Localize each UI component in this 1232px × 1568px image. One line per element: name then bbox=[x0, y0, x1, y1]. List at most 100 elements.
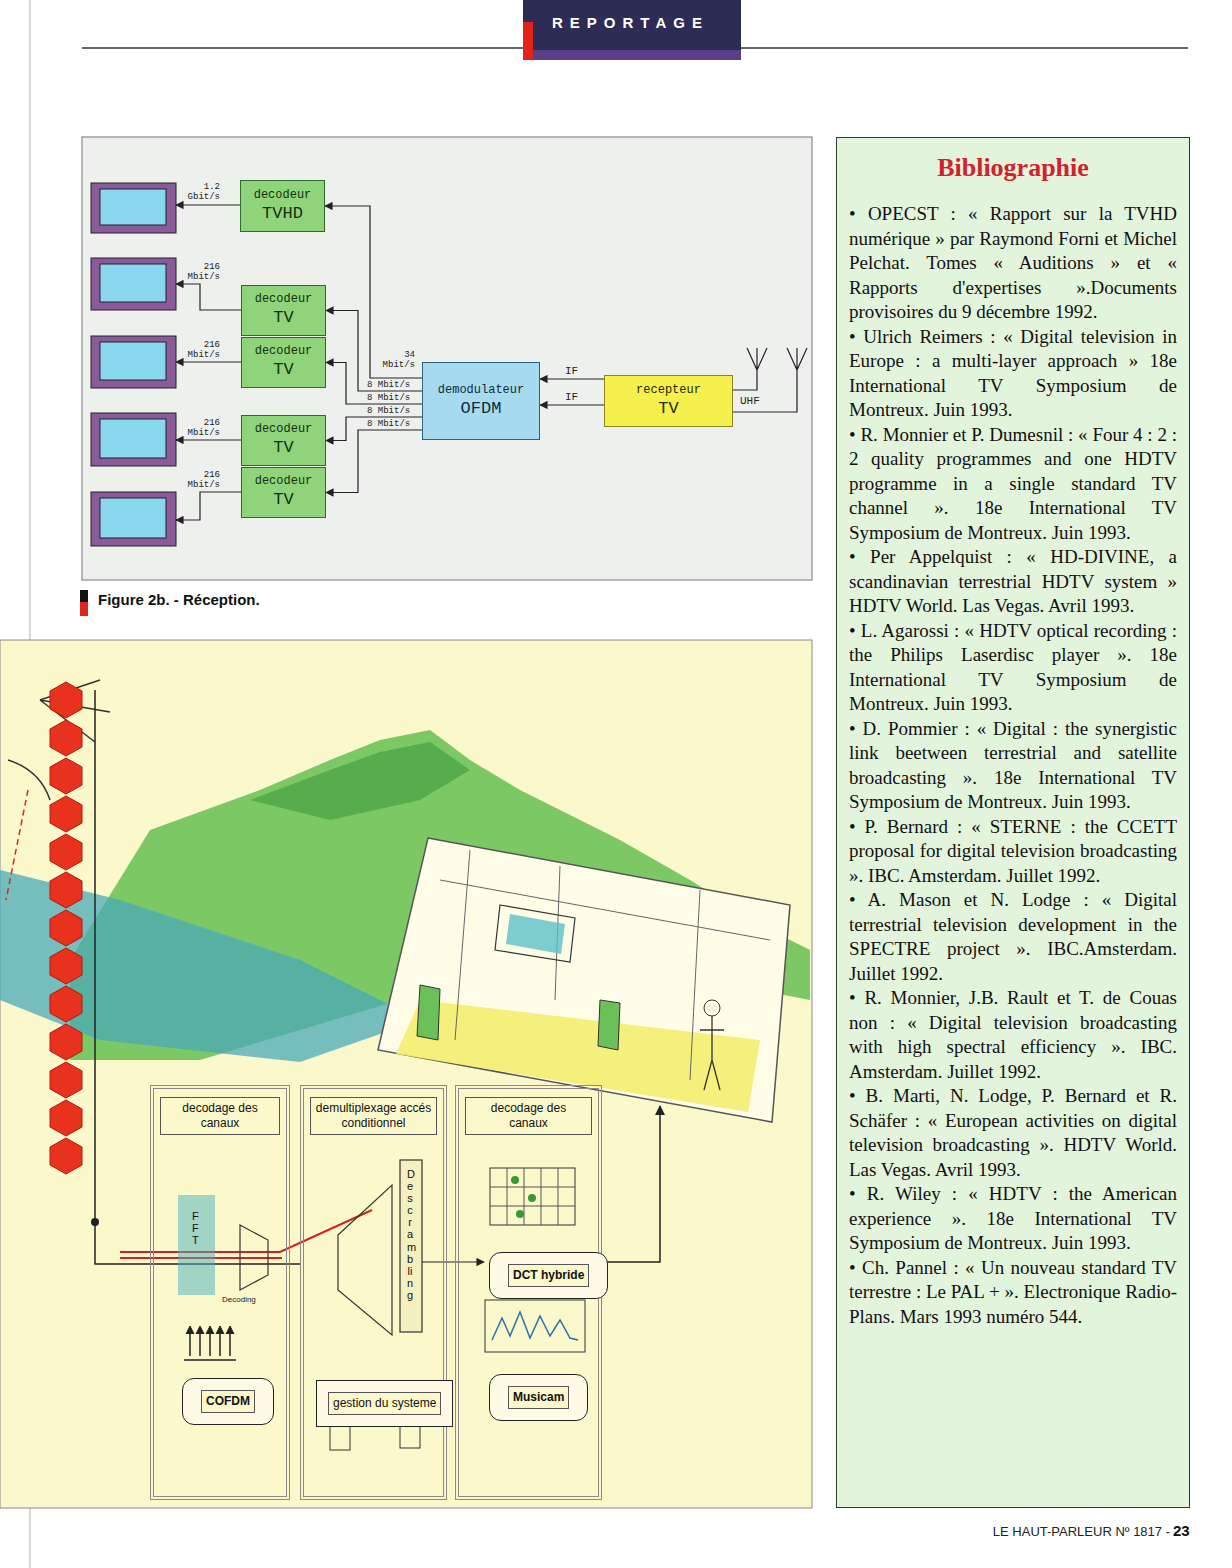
hexagon bbox=[50, 1024, 82, 1060]
hexagon bbox=[50, 758, 82, 794]
node-title: decodage des canaux bbox=[160, 1097, 280, 1135]
dct-grid bbox=[490, 1168, 575, 1225]
node-title: decodeur bbox=[255, 292, 313, 307]
audio-panel bbox=[485, 1300, 585, 1352]
node-title: Musicam bbox=[508, 1386, 569, 1409]
header-tab-band bbox=[523, 50, 741, 60]
node-title: decodeur bbox=[255, 422, 313, 437]
viewer-body bbox=[700, 1016, 724, 1090]
header-red-bar bbox=[523, 22, 533, 60]
mast-hexagons bbox=[50, 682, 82, 1174]
descrambling-bar bbox=[400, 1160, 422, 1332]
node-title: decodage des canaux bbox=[465, 1097, 592, 1135]
node-text: • A. Mason et N. Lodge : « Digital terre… bbox=[849, 888, 1177, 986]
node-title: decodeur bbox=[255, 344, 313, 359]
node-title: Bibliographie bbox=[849, 152, 1177, 184]
bitrate-label: 216 Mbit/s bbox=[180, 340, 220, 360]
room-floor bbox=[396, 1000, 760, 1112]
stage-column: decodage des canauxDCT hybrideMusicam bbox=[455, 1085, 602, 1500]
video-wire bbox=[176, 361, 241, 362]
dct-grid-lines bbox=[490, 1168, 575, 1225]
decoder-box: decodeurTV bbox=[241, 337, 326, 388]
grid-dot bbox=[511, 1176, 519, 1184]
node-text: TV bbox=[273, 489, 293, 511]
bitrate-label: 216 Mbit/s bbox=[180, 470, 220, 490]
grid-dot bbox=[528, 1194, 536, 1202]
illustration-ground bbox=[0, 640, 812, 1508]
signal-arrow bbox=[422, 1261, 484, 1262]
block-label: Decoding bbox=[222, 1295, 256, 1304]
grid-dot bbox=[516, 1210, 524, 1218]
hexagon bbox=[50, 1062, 82, 1098]
mast bbox=[94, 690, 96, 1222]
stage-column: demultiplexage accés conditionnelgestion… bbox=[300, 1085, 447, 1500]
connector-label: 34 Mbit/s bbox=[374, 350, 416, 370]
speaker bbox=[417, 985, 440, 1040]
band-label: UHF bbox=[740, 395, 760, 407]
caption-mark bbox=[80, 602, 88, 616]
fft-block bbox=[178, 1195, 215, 1295]
demux-symbol bbox=[338, 1185, 392, 1335]
output-arrow bbox=[602, 1106, 660, 1262]
node-text: • Ch. Pannel : « Un nouveau standard TV … bbox=[849, 1256, 1177, 1330]
decoder-box: decodeurTVHD bbox=[240, 180, 325, 232]
node-text: • R. Wiley : « HDTV : the American exper… bbox=[849, 1182, 1177, 1256]
mountain-shade bbox=[250, 742, 470, 820]
node-text: • R. Monnier et P. Dumesnil : « Four 4 :… bbox=[849, 423, 1177, 546]
antenna bbox=[733, 348, 807, 412]
room-picture bbox=[378, 838, 790, 1122]
node-title: COFDM bbox=[201, 1390, 255, 1413]
node-text: TV bbox=[273, 359, 293, 381]
connector-label: 8 Mbit/s bbox=[366, 380, 411, 390]
hexagon bbox=[50, 834, 82, 870]
node-text: • L. Agarossi : « HDTV optical recording… bbox=[849, 619, 1177, 717]
stage-block: COFDM bbox=[182, 1378, 274, 1425]
speaker bbox=[598, 1000, 620, 1050]
connector bbox=[326, 311, 422, 392]
section-header: REPORTAGE bbox=[552, 14, 709, 31]
page-footer: LE HAUT-PARLEUR Nº 1817 - bbox=[993, 1524, 1170, 1540]
tv-screen-frame bbox=[91, 336, 176, 388]
connector-label: IF bbox=[564, 365, 579, 377]
decoder-box: decodeurTV bbox=[241, 285, 326, 336]
tv-set bbox=[495, 905, 575, 962]
connector-label: 8 Mbit/s bbox=[366, 419, 411, 429]
hexagon bbox=[50, 986, 82, 1022]
node-text: • D. Pommier : « Digital : the synergist… bbox=[849, 717, 1177, 815]
node-text: • Per Appelquist : « HD-DIVINE, a scandi… bbox=[849, 545, 1177, 619]
connector bbox=[325, 206, 422, 378]
tv-screen bbox=[100, 498, 166, 538]
demodulator-box: demodulateurOFDM bbox=[422, 362, 540, 440]
node-title: decodeur bbox=[255, 474, 313, 489]
block-label: Descrambling bbox=[407, 1168, 413, 1301]
carrier-arrow-heads bbox=[186, 1326, 234, 1334]
node-text: TVHD bbox=[262, 203, 303, 225]
receiver-box: recepteurTV bbox=[604, 375, 733, 427]
stage-block: gestion du systeme bbox=[316, 1380, 453, 1427]
tv-set-screen bbox=[506, 914, 565, 954]
tv-screen bbox=[100, 189, 166, 225]
node-title: DCT hybride bbox=[508, 1264, 589, 1287]
tv-screen-frame bbox=[91, 258, 176, 310]
tv-screen bbox=[100, 264, 166, 302]
tv-screen-frame bbox=[91, 183, 176, 233]
antenna bbox=[733, 348, 767, 390]
hexagon bbox=[50, 910, 82, 946]
node-text: • R. Monnier, J.B. Rault et T. de Couas … bbox=[849, 986, 1177, 1084]
node-text: OFDM bbox=[461, 398, 502, 420]
figure-caption: Figure 2b. - Réception. bbox=[98, 591, 260, 609]
figure-panel bbox=[82, 137, 812, 580]
caption-mark bbox=[80, 590, 88, 602]
hexagon bbox=[50, 682, 82, 718]
hexagon bbox=[50, 720, 82, 756]
hexagon bbox=[50, 948, 82, 984]
stage-block: Musicam bbox=[489, 1374, 588, 1421]
hexagon bbox=[50, 1100, 82, 1136]
node-title: decodeur bbox=[254, 188, 312, 203]
node-title: recepteur bbox=[636, 383, 701, 398]
connector bbox=[326, 430, 422, 493]
connector-label: 8 Mbit/s bbox=[366, 393, 411, 403]
node-text: • P. Bernard : « STERNE : the CCETT prop… bbox=[849, 815, 1177, 889]
room-lines bbox=[440, 850, 770, 1080]
video-wire bbox=[176, 439, 241, 440]
